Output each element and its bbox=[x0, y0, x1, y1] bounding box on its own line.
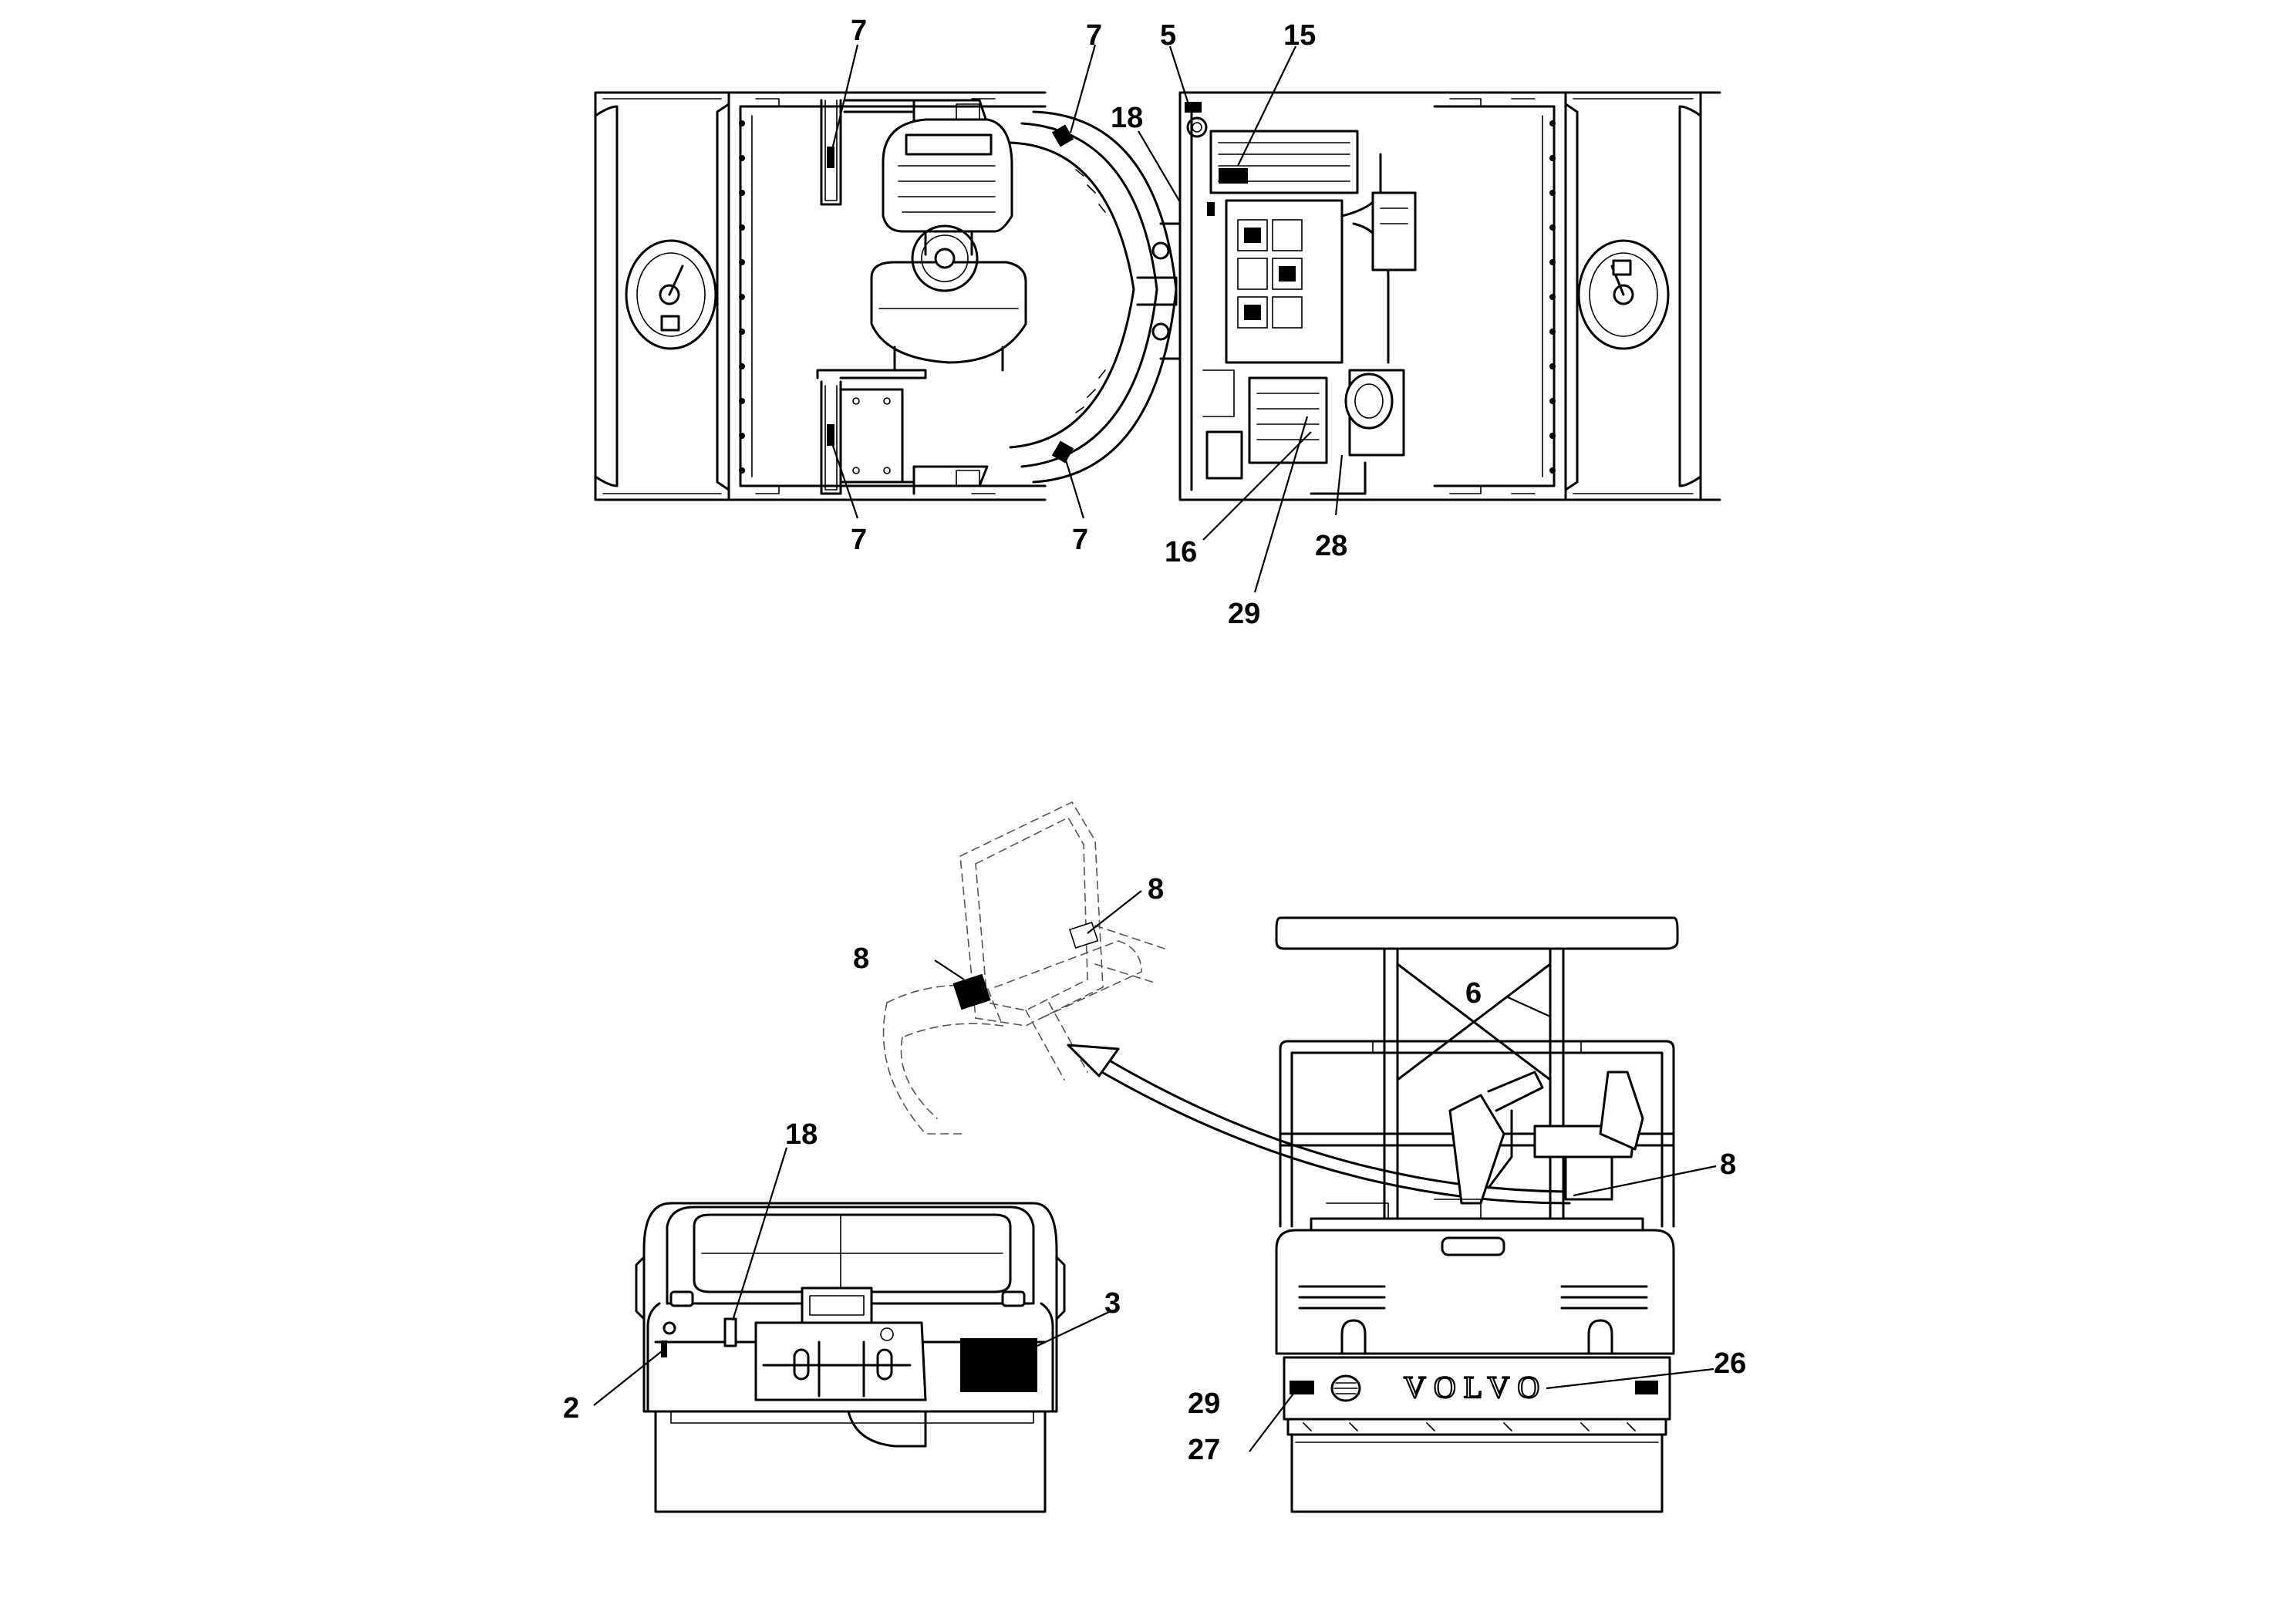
callout-6: 6 bbox=[1465, 977, 1482, 1010]
detail-arrow bbox=[1067, 1044, 1571, 1205]
callout-16: 16 bbox=[1165, 536, 1197, 568]
right-frame bbox=[1433, 98, 1556, 494]
left-frame bbox=[727, 91, 1047, 501]
callout-28: 28 bbox=[1315, 530, 1347, 562]
callout-labels: 7 7 7 7 5 15 18 16 28 29 8 8 6 8 18 3 2 … bbox=[563, 15, 1746, 1466]
seat-detail-view bbox=[882, 801, 1165, 1135]
engine-module bbox=[1178, 91, 1721, 501]
callout-7-top-left-lower: 7 bbox=[851, 524, 867, 556]
frame-bolts-left bbox=[739, 120, 745, 474]
front-view: VOLVO bbox=[1249, 916, 1717, 1513]
front-grille bbox=[1330, 1374, 1361, 1402]
callout-7-top-left-upper: 7 bbox=[851, 15, 867, 47]
callout-8-seat-right: 8 bbox=[1148, 873, 1164, 905]
callout-26: 26 bbox=[1714, 1347, 1746, 1380]
callout-5: 5 bbox=[1160, 19, 1176, 52]
volvo-logo: VOLVO bbox=[1404, 1370, 1547, 1404]
frame-bolts-right bbox=[1549, 120, 1556, 474]
top-view bbox=[594, 44, 1721, 593]
operator-seat bbox=[870, 118, 1027, 372]
callout-8-machine: 8 bbox=[1720, 1148, 1736, 1181]
callout-18-top: 18 bbox=[1111, 102, 1143, 134]
left-drum bbox=[594, 91, 730, 501]
callout-7-top-mid-lower: 7 bbox=[1072, 524, 1088, 556]
callout-29-front: 29 bbox=[1188, 1388, 1220, 1420]
callout-15: 15 bbox=[1283, 19, 1316, 52]
right-drum bbox=[1564, 91, 1702, 501]
operator-platform bbox=[816, 99, 989, 495]
callout-3: 3 bbox=[1104, 1287, 1121, 1320]
callout-18-rear: 18 bbox=[785, 1118, 818, 1151]
callout-29-top: 29 bbox=[1228, 598, 1260, 630]
articulation bbox=[1009, 110, 1182, 484]
callout-2: 2 bbox=[563, 1392, 579, 1425]
top-view-leaders bbox=[830, 44, 1344, 593]
callout-8-seat-left: 8 bbox=[853, 943, 869, 975]
callout-7-top-mid-upper: 7 bbox=[1086, 19, 1102, 52]
callout-27: 27 bbox=[1188, 1434, 1220, 1466]
engine-cylinders bbox=[1237, 219, 1303, 329]
rear-view bbox=[593, 1147, 1111, 1513]
